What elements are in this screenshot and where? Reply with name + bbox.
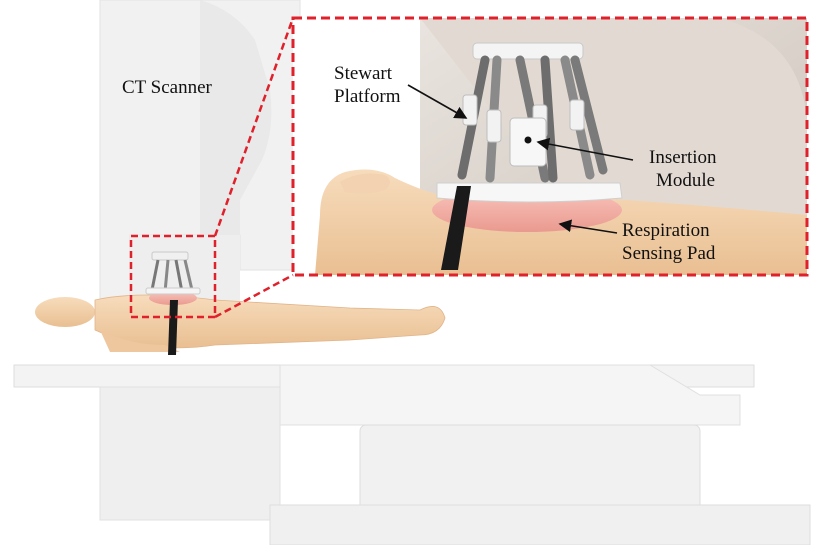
label-insertion-line2: Module xyxy=(656,170,715,191)
zoom-inset xyxy=(293,18,807,275)
patient-table xyxy=(13,364,811,545)
label-respiration-line1: Respiration xyxy=(622,220,710,241)
label-insertion-line1: Insertion xyxy=(649,147,717,168)
ct-scanner xyxy=(99,0,301,331)
highlight-box-large xyxy=(291,16,809,277)
arrow-respiration-pad xyxy=(558,219,618,234)
arrow-stewart-platform xyxy=(407,84,468,119)
label-ct-scanner: CT Scanner xyxy=(122,77,213,98)
highlight-box-small xyxy=(129,234,217,319)
robot-small xyxy=(145,251,201,355)
arrow-insertion-module xyxy=(536,137,634,161)
zoom-line-top xyxy=(213,17,295,237)
label-stewart-line1: Stewart xyxy=(334,63,393,84)
patient-body xyxy=(35,294,446,352)
label-stewart-line2: Platform xyxy=(334,86,401,107)
zoom-line-bottom xyxy=(214,273,294,319)
label-respiration-line2: Sensing Pad xyxy=(622,243,716,264)
